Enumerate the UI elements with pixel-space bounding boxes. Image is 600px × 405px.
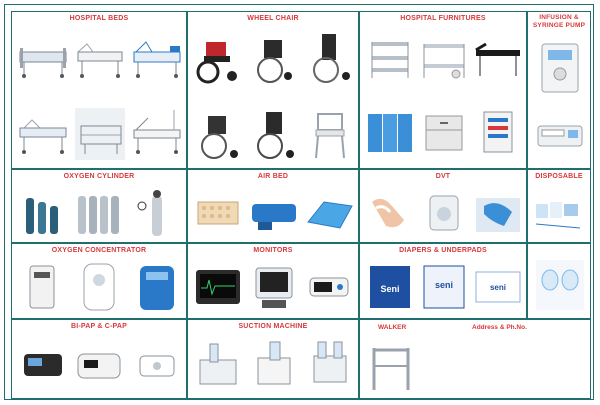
category-infusion-pump: INFUSION & SYRINGE PUMP	[527, 11, 591, 169]
hospital-bed-image	[73, 30, 127, 86]
oxygen-cylinder-image	[130, 184, 184, 240]
electric-wheelchair-image	[192, 30, 244, 86]
category-title: DISPOSABLE	[535, 173, 583, 180]
category-hospital-beds: HOSPITAL BEDS	[11, 11, 187, 169]
diaper-pack-image: seni	[418, 258, 470, 316]
walker-title: WALKER	[378, 324, 407, 331]
screen-partition-image	[364, 104, 416, 164]
commode-chair-image	[304, 104, 356, 164]
wheelchair-image	[248, 104, 300, 164]
bed-frame-image	[73, 104, 127, 164]
brand-label: seni	[435, 280, 453, 290]
category-walker: WALKER Address & Ph.No.	[359, 319, 591, 399]
patient-monitor-image	[192, 258, 244, 316]
category-disposable: DISPOSABLE	[527, 169, 591, 243]
suction-machine-image	[248, 336, 300, 396]
icu-bed-image	[130, 30, 184, 86]
hospital-bed-image	[16, 104, 70, 164]
category-title: DVT	[435, 173, 451, 180]
monitor-image	[248, 258, 300, 316]
bedside-locker-image	[418, 104, 470, 164]
wheelchair-image	[192, 104, 244, 164]
category-dvt: DVT	[359, 169, 527, 243]
oxygen-mask-image	[532, 252, 588, 316]
product-catalog-board: HOSPITAL BEDS WHEEL CHAIR	[4, 4, 594, 400]
trolley-image	[418, 30, 470, 86]
suction-machine-image	[304, 336, 356, 396]
category-title: OXYGEN CONCENTRATOR	[51, 247, 147, 254]
examination-table-image	[472, 30, 524, 86]
category-air-bed: AIR BED	[187, 169, 359, 243]
brand-label: Seni	[380, 284, 399, 294]
cpap-machine-image	[72, 336, 126, 394]
category-title: MONITORS	[253, 247, 293, 254]
category-diapers: DIAPERS & UNDERPADS Seni seni seni	[359, 243, 527, 319]
air-mattress-image	[192, 184, 244, 240]
category-oxygen-cylinder: OXYGEN CYLINDER	[11, 169, 187, 243]
oxygen-cylinder-image	[16, 184, 68, 240]
category-oxygen-concentrator: OXYGEN CONCENTRATOR	[11, 243, 187, 319]
suction-machine-image	[192, 336, 244, 396]
category-title: AIR BED	[257, 173, 289, 180]
brand-label: seni	[490, 283, 506, 292]
category-title: HOSPITAL BEDS	[69, 15, 129, 22]
category-title: HOSPITAL FURNITURES	[400, 15, 486, 22]
category-monitors: MONITORS	[187, 243, 359, 319]
category-bipap: BI-PAP & C-PAP	[11, 319, 187, 399]
cpap-machine-image	[130, 336, 184, 394]
air-bed-image	[248, 184, 300, 240]
air-cushion-image	[304, 184, 356, 240]
fowler-bed-image	[130, 104, 184, 164]
pulse-oximeter-image	[304, 258, 356, 316]
bipap-machine-image	[16, 336, 70, 394]
oxygen-concentrator-image	[130, 258, 184, 316]
underpad-pack-image: seni	[472, 258, 524, 316]
category-title: DIAPERS & UNDERPADS	[399, 247, 487, 254]
dvt-pump-image	[418, 184, 470, 240]
walker-image	[364, 336, 418, 396]
category-title: INFUSION & SYRINGE PUMP	[532, 14, 586, 29]
reclining-wheelchair-image	[304, 30, 356, 86]
category-masks	[527, 243, 591, 319]
hospital-bed-image	[16, 30, 70, 86]
category-suction-machine: SUCTION MACHINE	[187, 319, 359, 399]
category-title: BI-PAP & C-PAP	[70, 323, 128, 330]
diaper-pack-image: Seni	[364, 258, 416, 316]
category-title: SUCTION MACHINE	[238, 323, 308, 330]
disposables-image	[532, 184, 588, 240]
category-wheel-chair: WHEEL CHAIR	[187, 11, 359, 169]
oxygen-concentrator-image	[72, 258, 126, 316]
oxygen-cylinder-image	[72, 184, 126, 240]
crash-cart-image	[472, 104, 524, 164]
category-title: WHEEL CHAIR	[247, 15, 299, 22]
category-hospital-furnitures: HOSPITAL FURNITURES	[359, 11, 527, 169]
infusion-pump-image	[534, 38, 586, 98]
trolley-image	[364, 30, 416, 86]
address-phone-label: Address & Ph.No.	[472, 324, 527, 331]
dvt-garment-image	[472, 184, 524, 240]
oxygen-concentrator-image	[16, 258, 68, 316]
dvt-stocking-image	[364, 184, 416, 240]
wheelchair-image	[248, 30, 300, 86]
syringe-pump-image	[534, 108, 586, 164]
category-title: OXYGEN CYLINDER	[63, 173, 135, 180]
